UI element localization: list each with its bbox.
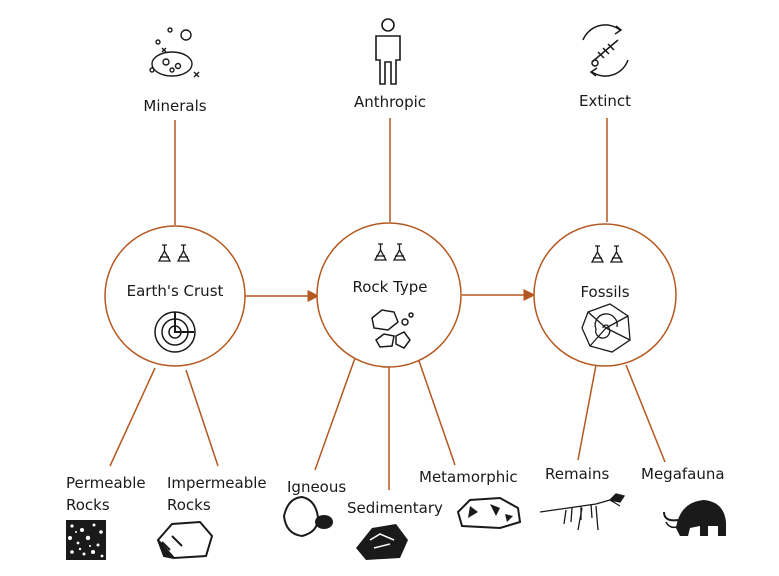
impermeable-rock-icon xyxy=(156,520,214,560)
connector-permeable xyxy=(109,367,156,467)
leaf-label-permeable-rocks: Permeable Rocks xyxy=(66,472,166,516)
connector-igneous xyxy=(314,357,356,471)
leaf-label-igneous: Igneous xyxy=(287,476,346,498)
hub-label-rock-type: Rock Type xyxy=(352,278,428,296)
hub-circle-earths-crust xyxy=(104,225,246,367)
extinct-fish-icon xyxy=(582,24,629,77)
ammonite-fossil-icon xyxy=(581,303,631,353)
earth-layers-icon xyxy=(154,311,196,353)
connector-megafauna xyxy=(625,364,666,463)
leaf-label-line: Metamorphic xyxy=(419,468,518,486)
connector-impermeable xyxy=(185,369,219,467)
label-extinct: Extinct xyxy=(578,92,632,110)
flasks-icon xyxy=(590,245,624,263)
connector-remains xyxy=(577,364,597,461)
leaf-label-remains: Remains xyxy=(545,463,609,485)
leaf-label-megafauna: Megafauna xyxy=(641,463,725,485)
leaf-label-sedimentary: Sedimentary xyxy=(347,497,443,519)
flasks-icon xyxy=(157,244,191,262)
flasks-icon xyxy=(373,243,407,261)
igneous-rock-icon xyxy=(282,495,333,538)
mammoth-icon xyxy=(663,500,726,536)
metamorphic-rock-icon xyxy=(456,496,522,530)
connector-metamorphic xyxy=(417,357,456,466)
minerals-icon xyxy=(149,27,200,78)
label-minerals: Minerals xyxy=(143,97,207,115)
leaf-label-line: Rocks xyxy=(167,496,211,514)
hub-circle-fossils xyxy=(533,223,677,367)
leaf-label-line: Remains xyxy=(545,465,610,483)
dinosaur-skeleton-icon xyxy=(539,493,626,531)
leaf-label-line: Igneous xyxy=(287,478,347,496)
leaf-label-metamorphic: Metamorphic xyxy=(419,466,518,488)
leaf-label-line: Rocks xyxy=(66,496,110,514)
rock-pebbles-icon xyxy=(371,309,414,349)
sedimentary-rock-icon xyxy=(356,524,408,560)
person-icon xyxy=(375,18,401,85)
leaf-label-line: Impermeable xyxy=(167,474,267,492)
leaf-label-line: Permeable xyxy=(66,474,146,492)
hub-circle-rock-type xyxy=(316,222,462,368)
permeable-rock-icon xyxy=(66,520,106,560)
leaf-label-line: Megafauna xyxy=(641,465,725,483)
label-anthropic: Anthropic xyxy=(353,93,427,111)
hub-label-earths-crust: Earth's Crust xyxy=(126,282,224,300)
leaf-label-impermeable-rocks: Impermeable Rocks xyxy=(167,472,277,516)
hub-label-fossils: Fossils xyxy=(580,283,630,301)
leaf-label-line: Sedimentary xyxy=(347,499,443,517)
